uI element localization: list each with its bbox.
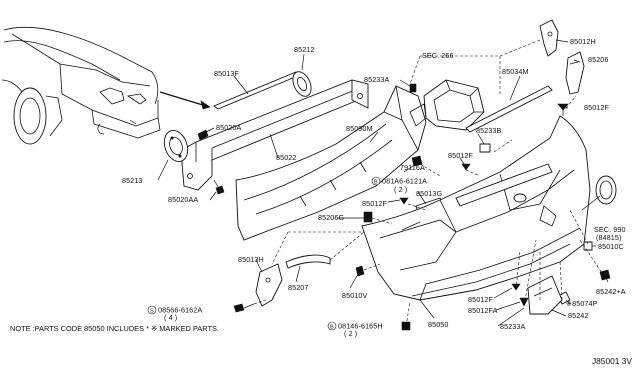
part-85050-bumper-fascia [361,115,591,301]
screw-08566 [233,303,255,313]
label-85233A-bottom: 85233A [500,322,525,331]
footer-note: NOTE :PARTS CODE 85050 INCLUDES * ※ MARK… [10,324,219,333]
svg-text:B: B [330,325,334,331]
part-85090M-absorber [235,85,427,241]
svg-text:B: B [374,180,378,186]
label-08146-qty: ( 2 ) [344,329,357,338]
label-85020A: 85020A [216,123,241,132]
part-85020A-bolt [197,129,209,141]
part-85013H-bracket [255,263,283,307]
clip-85233A-top [409,83,417,93]
label-08566: 08566-6162A [158,306,202,315]
label-85212: 85212 [294,45,315,54]
label-85206G: 85206G [318,213,344,222]
clip-79116A [411,155,423,167]
label-85233B: 85233B [476,126,501,135]
part-85213-bracket [163,130,189,162]
label-85020AA: 85020AA [168,195,198,204]
clip-85206G [363,211,373,223]
label-08566-callout: S 08566-6162A ( 4 ) [147,306,202,322]
dashed-leaders [253,39,605,327]
label-081A6-callout: B 081A6-6121A ( 2 ) [371,177,427,194]
label-sec990-ref: (84815) [596,233,621,242]
clip-85233B [479,143,491,153]
part-85206-bracket [565,51,585,95]
sec990-fuel-lid [595,175,617,205]
label-85242A: 85242+A [596,287,626,296]
car-silhouette [1,26,161,145]
label-79116A: 79116A [400,163,425,172]
sec266-lamp-housing [409,79,485,131]
label-08146: 08146-6165H [338,322,383,331]
label-85242: 85242 [568,311,589,320]
part-85242-mudguard [527,275,563,315]
diagram-code: J85001 3V [591,356,632,366]
rear-wheel [13,87,47,145]
part-85207-strip [285,254,331,269]
part-85012H-bracket [539,19,559,57]
clip-85012F-mid [461,163,471,171]
label-85022: 85022 [276,153,297,162]
label-85013G: 85013G [416,189,442,198]
label-08566-qty: ( 4 ) [164,313,177,322]
label-85012F-bottom: 85012F [468,295,493,304]
label-08146-callout: B 08146-6165H ( 2 ) [327,322,383,338]
label-85010V: 85010V [342,291,367,300]
callout-arrow [159,91,211,110]
part-85212-bracket [292,71,312,97]
svg-text:S: S [150,309,154,315]
label-85207: 85207 [288,283,309,292]
label-85012F-top-right: 85012F [584,103,609,112]
clip-85010C [583,241,593,251]
label-85090M: 85090M [346,124,373,133]
part-85020AA-bolt [213,179,225,195]
label-081A6-qty: ( 2 ) [394,185,407,194]
part-85242A [599,269,611,281]
label-85050: 85050 [428,320,449,329]
label-85010C: 85010C [598,242,624,251]
label-85012F-left: 85012F [362,199,387,208]
part-85022-reinforcement [181,79,369,191]
label-85013H: 85013H [238,255,264,264]
label-85013F: 85013F [214,69,239,78]
label-sec990: SEC. 990 [594,225,626,234]
label-85074P: ※85074P [566,299,598,308]
clip-85010V [355,265,365,277]
part-labels: 85013F 85212 85020A 85022 85213 85020AA … [122,37,626,338]
leader-lines [157,39,609,327]
label-85233A-top: 85233A [364,75,389,84]
part-85034M-molding [465,85,553,133]
label-85012F-mid: 85012F [448,151,473,160]
label-85206: 85206 [588,55,609,64]
clip-85012F-left [399,197,409,205]
label-sec266: SEC. 266 [422,51,454,60]
label-85012H: 85012H [570,37,596,46]
clip-85233A-bottom [519,297,529,307]
label-081A6: 081A6-6121A [382,177,427,186]
label-85012FA: 85012FA [468,306,498,315]
label-85034M: 85034M [502,67,529,76]
clip-85012F-top-right [557,103,569,116]
label-85213: 85213 [122,176,143,185]
